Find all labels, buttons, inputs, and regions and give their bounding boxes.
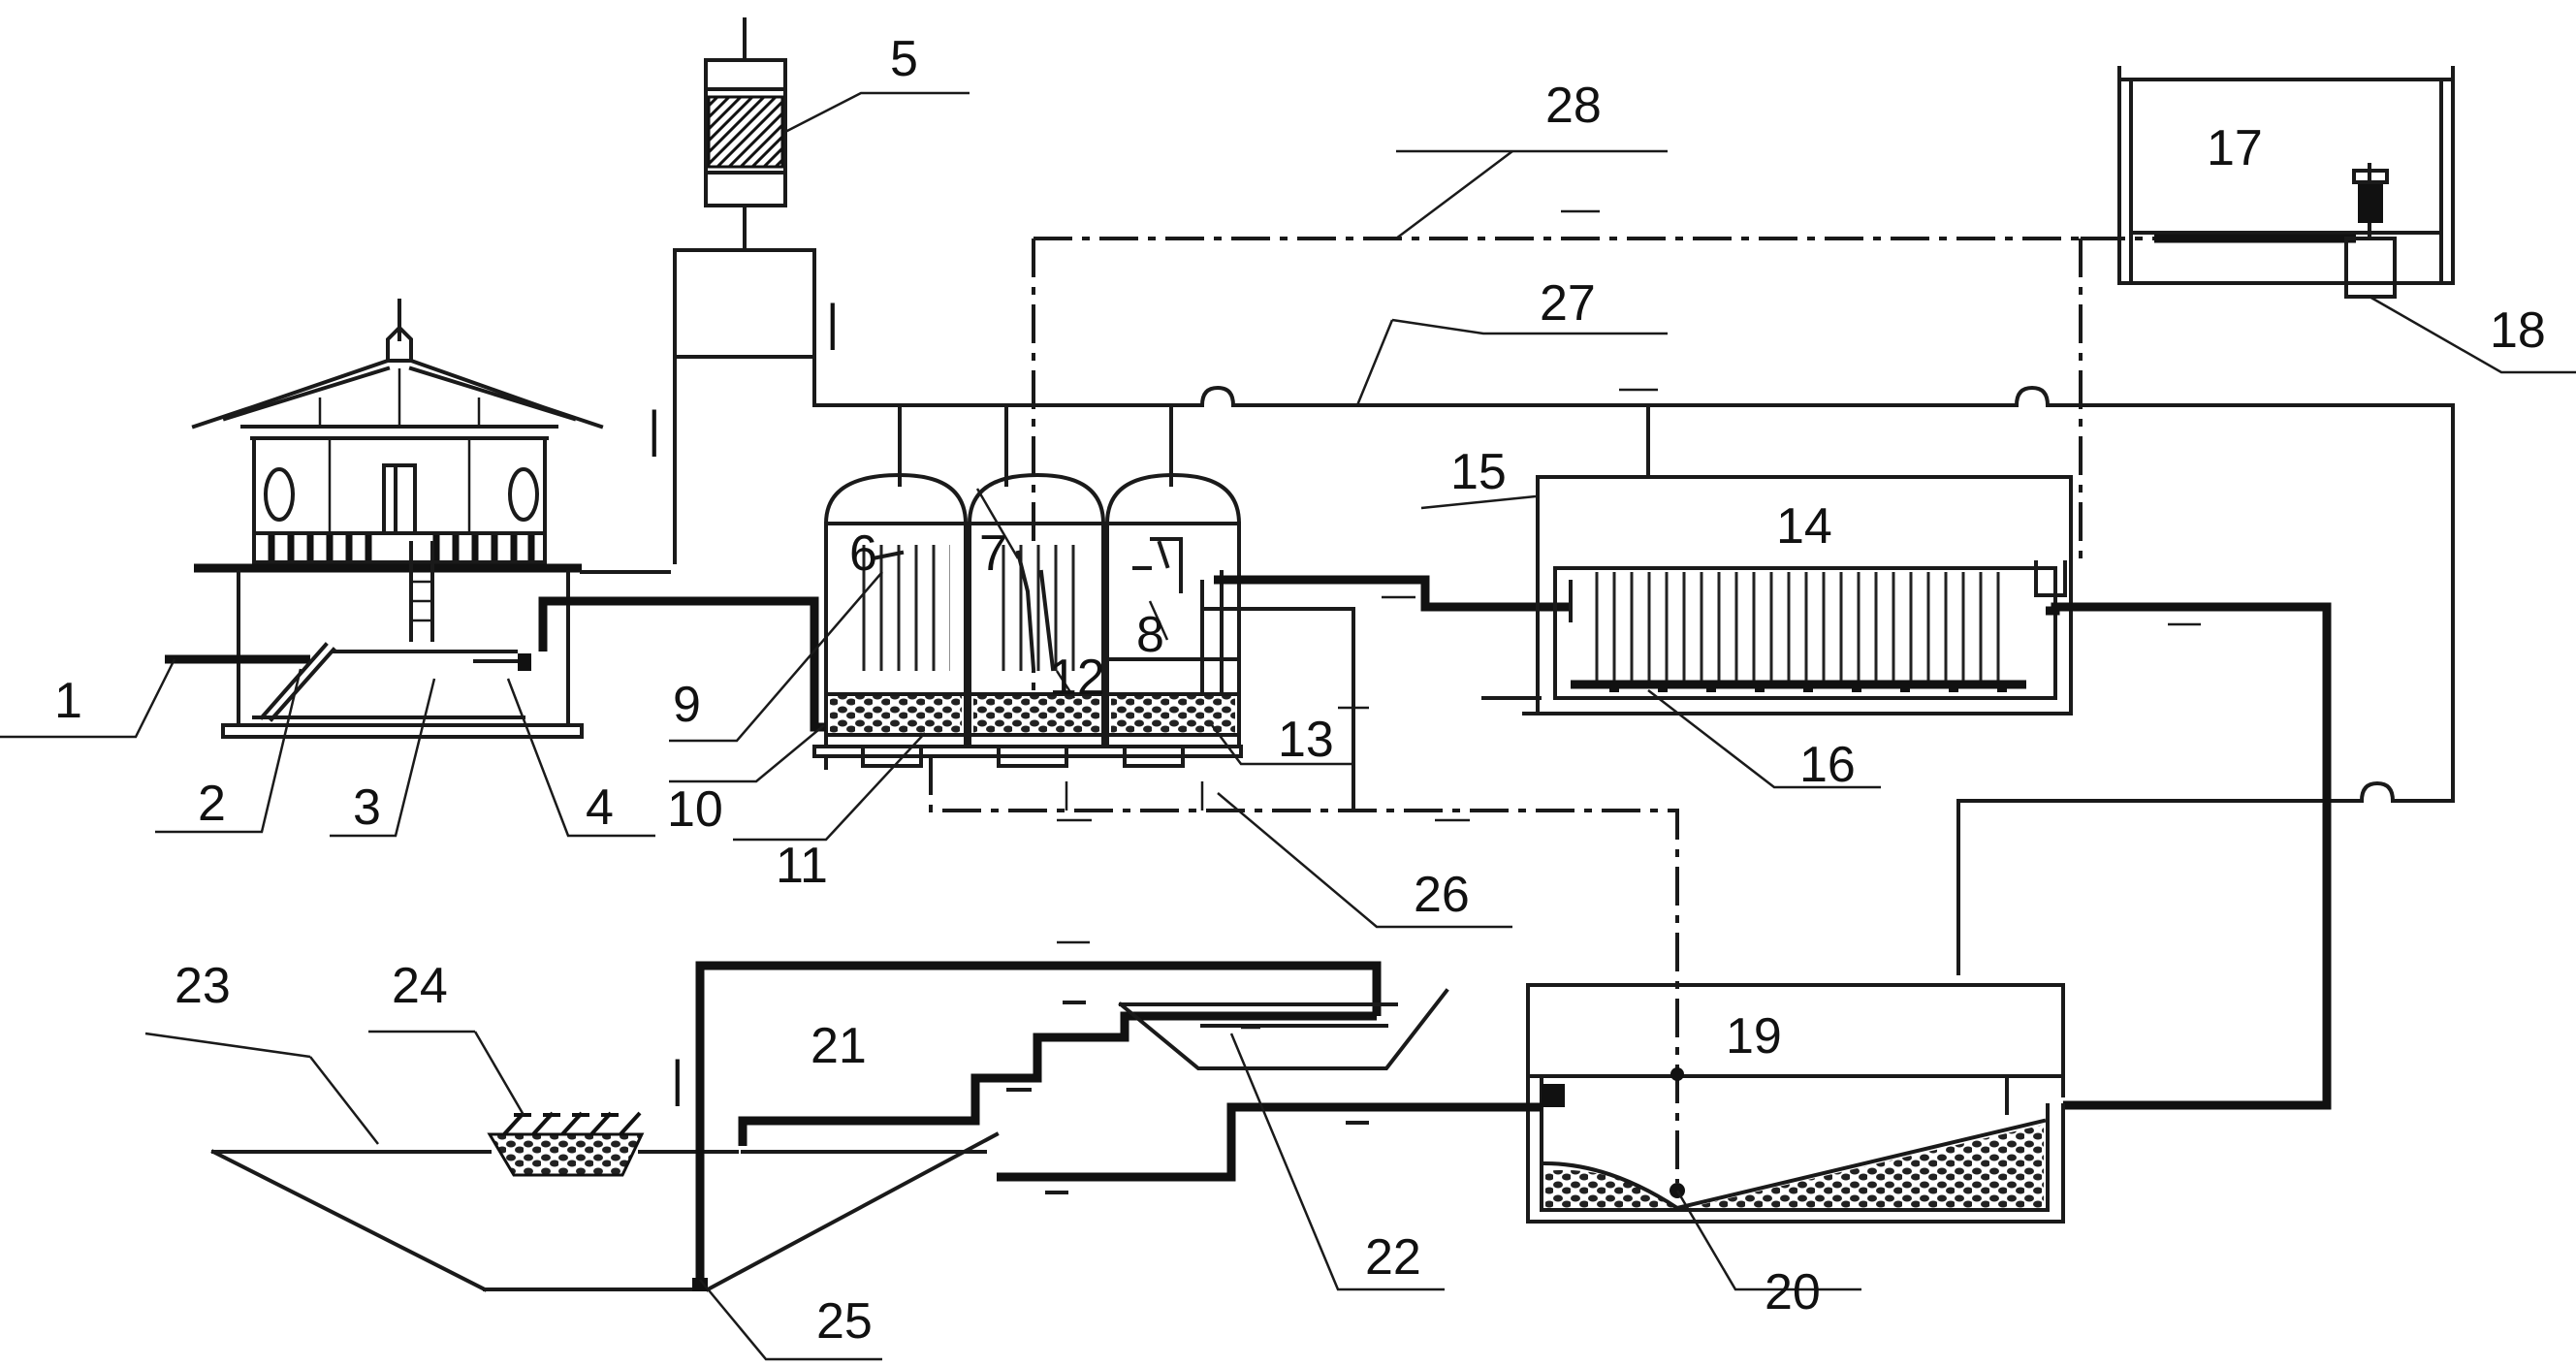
overflow-pipe [2046,602,2332,1110]
gas-pipe: | | [648,248,1183,564]
label-8: 8 [1136,607,1164,663]
label-6: 6 [849,525,877,582]
label-1: 1 [54,673,82,729]
label-14: 14 [1776,498,1832,555]
reference-numerals: 1 2 3 4 5 6 7 8 9 10 11 12 13 14 15 16 1… [54,31,2546,1350]
svg-text:|: | [826,295,840,351]
label-7: 7 [979,525,1007,582]
label-15: 15 [1450,444,1507,500]
settling-tank-19 [1526,983,2065,1224]
label-11: 11 [776,838,828,894]
svg-text:|: | [671,1051,684,1107]
label-19: 19 [1726,1008,1782,1065]
reactor-group [538,472,1243,770]
label-16: 16 [1799,737,1856,793]
effluent-pipe [1200,575,1571,812]
svg-text:|: | [648,401,661,458]
label-25: 25 [816,1293,873,1350]
label-17: 17 [2207,120,2263,176]
label-5: 5 [890,31,918,87]
label-22: 22 [1365,1229,1421,1286]
pipe-27 [898,385,2455,975]
label-12: 12 [1049,650,1105,706]
label-21: 21 [811,1018,867,1074]
pipe-26 [929,756,1679,1183]
label-20: 20 [1765,1264,1821,1320]
label-3: 3 [353,779,381,836]
label-10: 10 [667,781,723,838]
wetland-pond: | [210,940,1542,1292]
tank-17 [2117,66,2455,285]
label-28: 28 [1545,78,1602,134]
label-9: 9 [673,677,701,733]
label-13: 13 [1278,712,1334,768]
label-18: 18 [2490,302,2546,359]
label-26: 26 [1414,867,1470,923]
label-27: 27 [1540,275,1596,332]
tank-14 [1481,475,2073,715]
label-23: 23 [175,958,231,1014]
pavilion-building [165,299,604,739]
label-4: 4 [586,779,614,836]
label-24: 24 [392,958,448,1014]
deodorizing-filter-5 [704,17,787,252]
label-2: 2 [198,776,226,832]
leader-lines [0,91,2576,1361]
